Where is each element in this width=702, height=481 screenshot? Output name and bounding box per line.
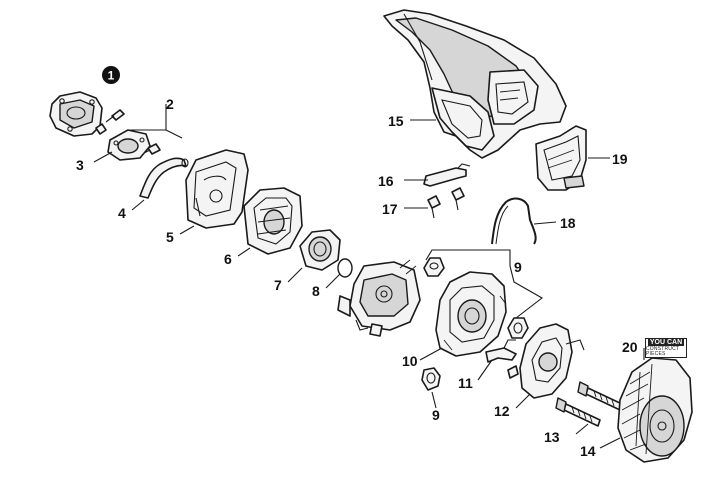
callout-11: 11 <box>458 375 473 391</box>
callout-14: 14 <box>580 443 596 459</box>
callout-15: 15 <box>388 113 404 129</box>
brand-logo: YOU CAN CONSTRUCT PIECES <box>645 338 687 358</box>
callout-12: 12 <box>494 403 510 419</box>
part-choke-shutter <box>507 323 585 399</box>
part-flange <box>107 129 151 161</box>
callout-9-bottom: 9 <box>432 407 440 423</box>
part-fitting-top <box>423 257 445 277</box>
logo-line-1: YOU CAN <box>647 339 685 346</box>
part-cover-clip <box>535 125 587 191</box>
callout-6: 6 <box>224 251 232 267</box>
callout-8: 8 <box>312 283 320 299</box>
part-air-filter-base <box>435 271 507 357</box>
callout-17: 17 <box>382 201 398 217</box>
part-carburetor <box>337 259 421 337</box>
part-shroud <box>383 9 567 159</box>
part-gasket <box>299 229 341 271</box>
callout-5: 5 <box>166 229 174 245</box>
part-long-screws <box>555 381 623 427</box>
callout-20: 20 <box>622 339 638 355</box>
callout-badge-1: 1 <box>102 66 120 84</box>
part-grommet-right <box>507 317 529 339</box>
part-intermediate-flange <box>243 187 303 255</box>
callout-3: 3 <box>76 157 84 173</box>
callout-18: 18 <box>560 215 576 231</box>
logo-line-2: CONSTRUCT PIECES <box>646 346 680 357</box>
part-choke-bracket <box>485 339 517 363</box>
part-strap <box>423 163 471 187</box>
part-air-filter <box>617 357 693 463</box>
callout-7: 7 <box>274 277 282 293</box>
part-intake-manifold <box>49 91 103 137</box>
part-screws-17 <box>427 187 465 219</box>
part-wire-clip <box>491 197 537 245</box>
leader-lines <box>93 104 645 449</box>
callout-10: 10 <box>402 353 418 369</box>
part-o-ring <box>337 258 353 278</box>
callout-16: 16 <box>378 173 394 189</box>
callout-2: 2 <box>166 96 174 112</box>
part-grommet-lower <box>421 367 441 391</box>
callout-4: 4 <box>118 205 126 221</box>
callout-1-label: 1 <box>108 69 115 83</box>
callout-19: 19 <box>612 151 628 167</box>
callout-labels: 2 3 4 5 6 7 8 9 9 10 11 12 13 14 15 16 1… <box>76 96 638 459</box>
callout-13: 13 <box>544 429 560 445</box>
callout-9-top: 9 <box>514 259 522 275</box>
part-carburetor-housing <box>185 149 249 229</box>
part-impulse-hose <box>139 157 189 199</box>
